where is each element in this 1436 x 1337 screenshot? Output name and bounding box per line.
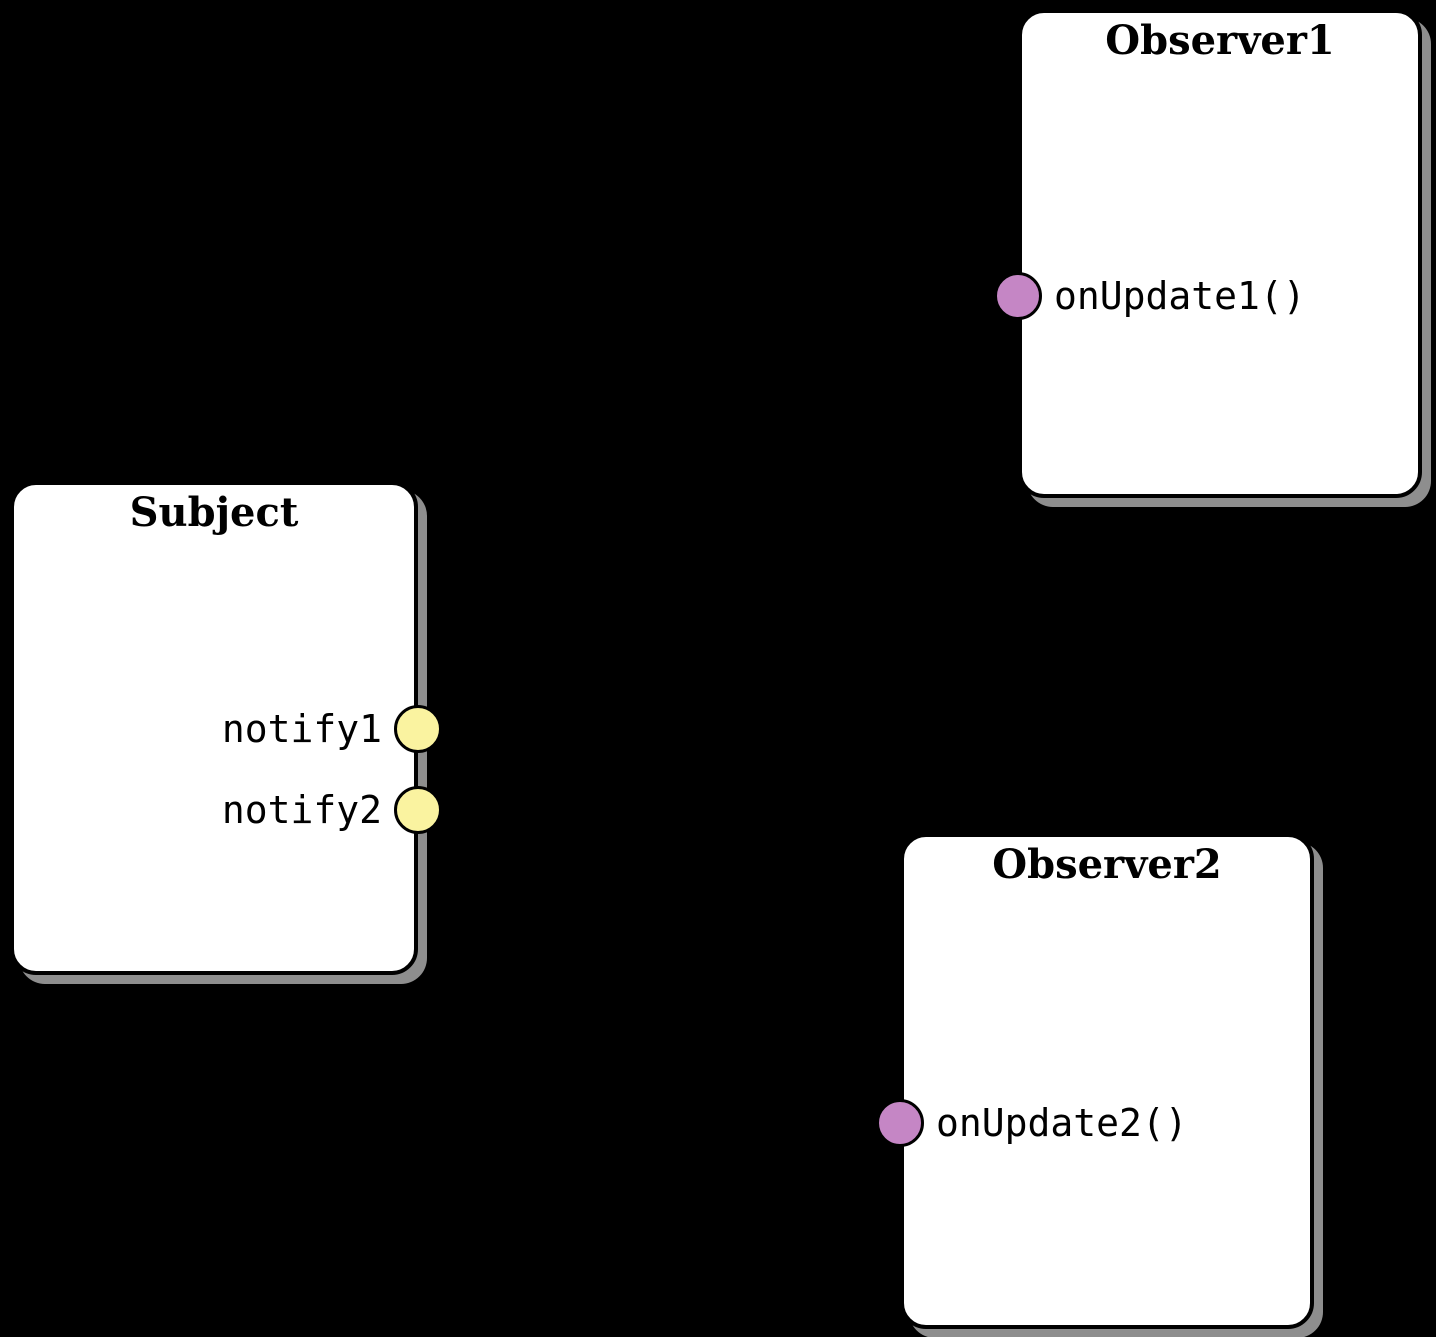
node-observer2[interactable]: Observer2 onUpdate2() (876, 833, 1314, 1329)
port-onupdate2[interactable]: onUpdate2() (876, 1099, 1188, 1147)
node-observer2-title: Observer2 (992, 841, 1222, 888)
node-observer1-title: Observer1 (1105, 17, 1335, 64)
required-port-icon[interactable] (394, 705, 442, 753)
required-port-icon[interactable] (394, 786, 442, 834)
port-notify1-label: notify1 (221, 707, 382, 751)
port-onupdate2-label: onUpdate2() (936, 1101, 1188, 1145)
node-subject-title: Subject (129, 489, 299, 536)
provided-port-icon[interactable] (876, 1099, 924, 1147)
node-observer1[interactable]: Observer1 onUpdate1() (994, 9, 1422, 498)
port-notify2[interactable]: notify2 (222, 786, 442, 834)
port-notify1[interactable]: notify1 (222, 705, 442, 753)
port-onupdate1-label: onUpdate1() (1054, 274, 1306, 318)
node-subject[interactable]: Subject notify1 notify2 (10, 481, 442, 975)
provided-port-icon[interactable] (994, 272, 1042, 320)
port-notify2-label: notify2 (221, 788, 382, 832)
port-onupdate1[interactable]: onUpdate1() (994, 272, 1306, 320)
